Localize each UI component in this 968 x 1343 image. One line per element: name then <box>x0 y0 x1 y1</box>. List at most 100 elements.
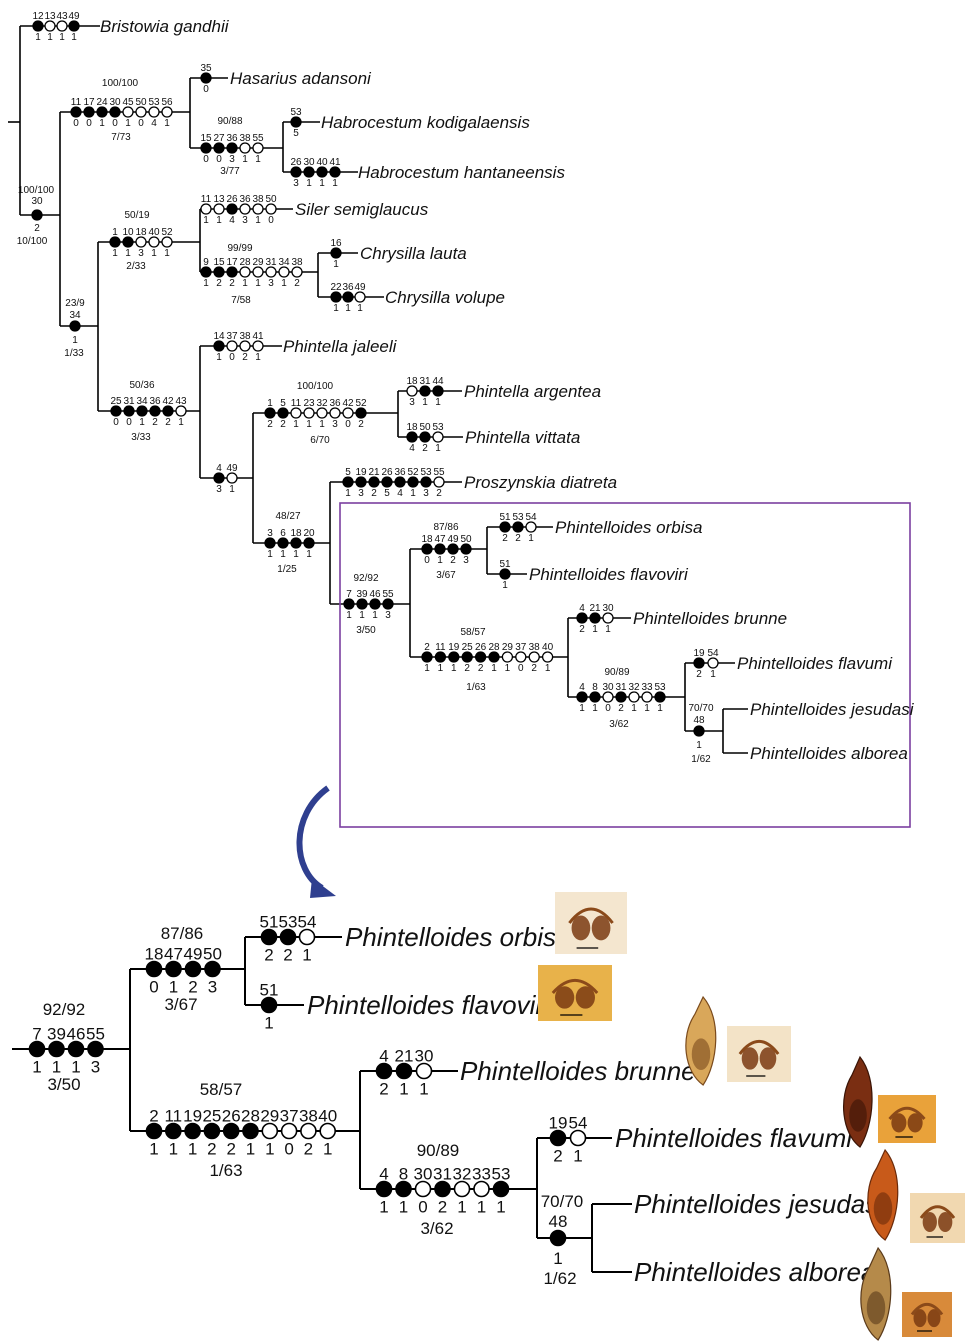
synapomorphy-mark <box>434 1180 451 1198</box>
character-number: 41 <box>252 331 264 342</box>
character-number: 28 <box>241 1107 260 1126</box>
species-name-phin_arg: Phintella argentea <box>464 382 601 401</box>
synapomorphy-mark <box>447 543 459 555</box>
character-number: 53 <box>279 913 298 932</box>
character-number: 40 <box>316 157 328 168</box>
character-number: 6 <box>280 528 286 539</box>
synapomorphy-mark <box>200 142 212 154</box>
character-number: 30 <box>303 157 315 168</box>
synapomorphy-mark <box>461 651 473 663</box>
synapomorphy-mark <box>420 476 432 488</box>
character-number: 31 <box>123 396 135 407</box>
character-number: 52 <box>407 467 419 478</box>
bootstrap-support: 99/99 <box>227 243 252 254</box>
character-state: 1 <box>502 580 508 591</box>
character-number: 55 <box>252 133 264 144</box>
synapomorphy-mark <box>474 651 487 663</box>
character-state: 1 <box>359 610 365 621</box>
bremer-support: 3/67 <box>436 570 456 581</box>
character-number: 50 <box>460 534 472 545</box>
bremer-support: 2/33 <box>126 261 146 272</box>
photo-alborea-palp <box>860 1246 892 1341</box>
synapomorphy-mark <box>576 612 588 624</box>
character-number: 56 <box>161 97 173 108</box>
species-name-large-po_brunne: Phintelloides brunne <box>460 1056 696 1086</box>
character-state: 1 <box>242 154 248 165</box>
character-number: 4 <box>579 682 585 693</box>
homoplasy-mark <box>541 651 554 663</box>
character-number: 23 <box>303 398 315 409</box>
character-number: 20 <box>303 528 315 539</box>
synapomorphy-mark <box>434 651 447 663</box>
character-number: 21 <box>368 467 380 478</box>
character-state: 2 <box>152 417 158 428</box>
character-state: 1 <box>178 417 184 428</box>
character-number: 10 <box>122 227 134 238</box>
character-state: 2 <box>371 488 377 499</box>
character-state: 1 <box>333 303 339 314</box>
bremer-support: 1/63 <box>209 1161 242 1180</box>
synapomorphy-mark <box>375 1180 393 1198</box>
character-state: 1 <box>164 248 170 259</box>
synapomorphy-mark <box>242 1122 259 1140</box>
character-state: 1 <box>242 278 248 289</box>
character-state: 2 <box>464 663 470 674</box>
character-state: 3 <box>216 484 222 495</box>
character-number: 17 <box>83 97 95 108</box>
character-number: 48 <box>549 1212 568 1231</box>
homoplasy-mark <box>239 142 251 154</box>
character-state: 2 <box>242 352 248 363</box>
photo-orbisa-epigyne <box>555 892 627 954</box>
character-number: 52 <box>161 227 173 238</box>
character-number: 38 <box>529 642 541 653</box>
character-state: 2 <box>502 533 508 544</box>
character-state: 1 <box>267 549 273 560</box>
photo-flavumi-palp <box>842 1055 873 1148</box>
character-number: 55 <box>86 1025 105 1044</box>
homoplasy-mark <box>406 385 418 397</box>
character-state: 3 <box>463 555 469 566</box>
homoplasy-mark <box>569 1129 587 1147</box>
species-name-phin_vit: Phintella vittata <box>465 428 580 447</box>
synapomorphy-mark <box>355 476 367 488</box>
synapomorphy-mark <box>260 928 278 946</box>
bremer-support: 3/33 <box>131 432 151 443</box>
character-state: 1 <box>71 1058 80 1077</box>
homoplasy-mark <box>628 691 640 703</box>
synapomorphy-mark <box>203 1122 221 1140</box>
character-number: 34 <box>136 396 148 407</box>
character-number: 18 <box>290 528 302 539</box>
bootstrap-support: 90/89 <box>417 1141 460 1160</box>
character-state: 1 <box>573 1147 582 1166</box>
character-state: 1 <box>657 703 663 714</box>
synapomorphy-mark <box>204 960 221 978</box>
character-state: 0 <box>126 417 132 428</box>
synapomorphy-mark <box>460 543 472 555</box>
character-number: 36 <box>394 467 406 478</box>
homoplasy-mark <box>525 521 537 533</box>
homoplasy-mark <box>280 1122 298 1140</box>
character-number: 2 <box>424 642 430 653</box>
character-state: 0 <box>268 215 274 226</box>
character-number: 25 <box>110 396 122 407</box>
synapomorphy-mark <box>149 405 161 417</box>
character-number: 50 <box>265 194 277 205</box>
character-number: 54 <box>525 512 537 523</box>
homoplasy-mark <box>252 340 264 352</box>
character-number: 38 <box>291 257 303 268</box>
character-state: 1 <box>419 1080 428 1099</box>
bootstrap-support: 90/88 <box>217 116 242 127</box>
synapomorphy-mark <box>109 236 121 248</box>
bremer-support: 1/33 <box>64 348 84 359</box>
homoplasy-mark <box>252 142 264 154</box>
character-state: 2 <box>379 1080 388 1099</box>
character-number: 1 <box>112 227 118 238</box>
character-state: 1 <box>333 259 339 270</box>
character-state: 5 <box>384 488 390 499</box>
synapomorphy-mark <box>200 72 212 84</box>
character-state: 2 <box>207 1140 216 1159</box>
character-number: 29 <box>252 257 264 268</box>
character-state: 0 <box>203 84 209 95</box>
character-number: 43 <box>175 396 187 407</box>
